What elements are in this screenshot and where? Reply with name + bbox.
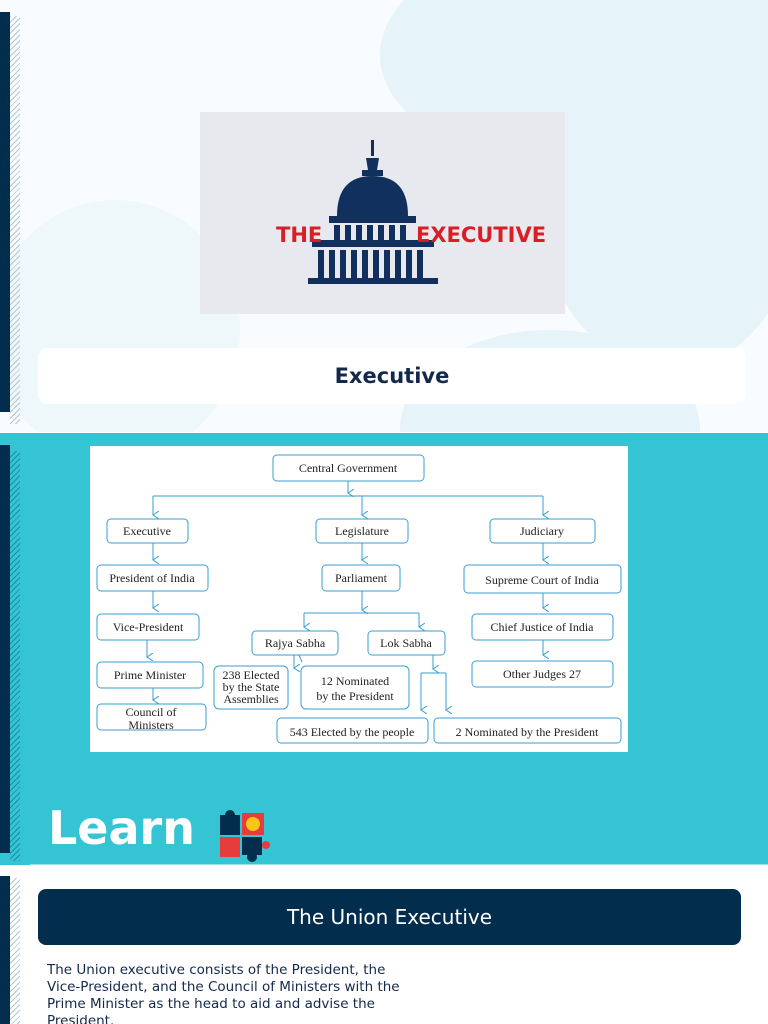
body-paragraph: The Union executive consists of the Pres…: [47, 962, 400, 1024]
label-lok-sabha: Lok Sabha: [380, 636, 432, 650]
label-other-judges: Other Judges 27: [503, 667, 581, 681]
label-judiciary: Judiciary: [520, 524, 564, 538]
label-president: President of India: [109, 571, 195, 585]
label-lok-nominated: 2 Nominated by the President: [456, 725, 599, 739]
label-legislature: Legislature: [335, 524, 389, 538]
node-parliament: [321, 564, 401, 592]
label-line: Ministers: [128, 718, 174, 732]
capitol-icon: THE EXECUTIVE: [276, 140, 546, 284]
node-rajya-sabha: [251, 630, 339, 656]
slide-executive-cover: THE EXECUTIVE Executive: [0, 0, 768, 432]
left-accent-bar: [0, 445, 10, 853]
node-vice-president: [96, 613, 200, 641]
slide-union-executive: The Union Executive The Union executive …: [0, 866, 768, 1024]
logo-prefix-text: THE: [276, 223, 322, 247]
puzzle-icon: [220, 810, 270, 862]
left-accent-bar: [0, 12, 10, 412]
decor-blob: [540, 40, 768, 370]
executive-logo: THE EXECUTIVE: [200, 112, 565, 314]
node-other-judges: [471, 660, 614, 688]
label-supreme-court: Supreme Court of India: [485, 573, 599, 587]
label-line: Council of: [126, 705, 177, 719]
slide-government-chart: Central Government Executive Legislature…: [0, 433, 768, 865]
node-lok-nominated: [433, 717, 622, 744]
node-rajya-elected: [213, 665, 289, 710]
label-central-government: Central Government: [299, 461, 398, 475]
left-accent-bar: [0, 876, 10, 1024]
government-structure-diagram: Central Government Executive Legislature…: [90, 446, 628, 752]
label-rajya-sabha: Rajya Sabha: [265, 636, 326, 650]
label-line: 12 Nominated: [321, 674, 389, 688]
node-executive: [106, 518, 189, 544]
node-council: [96, 703, 207, 731]
label-line: 238 Elected: [223, 668, 280, 682]
label-line: Assemblies: [223, 692, 279, 706]
left-hatch-pattern: [10, 16, 20, 424]
slide-caption: Executive: [334, 364, 450, 388]
node-lok-elected: [276, 717, 429, 744]
learn-label: Learn: [48, 801, 195, 855]
label-vice-president: Vice-President: [113, 620, 184, 634]
label-line: by the State: [223, 680, 280, 694]
section-divider: [30, 864, 768, 865]
label-line: by the President: [316, 689, 394, 703]
caption-card: Executive: [38, 348, 746, 404]
label-lok-elected: 543 Elected by the people: [290, 725, 415, 739]
logo-suffix-text: EXECUTIVE: [416, 223, 546, 247]
label-prime-minister: Prime Minister: [114, 668, 186, 682]
node-lok-sabha: [367, 630, 446, 656]
left-hatch-pattern: [10, 878, 20, 1024]
left-hatch-pattern: [10, 451, 20, 861]
label-executive: Executive: [123, 524, 171, 538]
label-chief-justice: Chief Justice of India: [491, 620, 595, 634]
node-prime-minister: [96, 661, 204, 689]
node-rajya-nominated: [300, 665, 410, 710]
label-parliament: Parliament: [335, 571, 388, 585]
title-banner: The Union Executive: [38, 889, 741, 945]
slide-title: The Union Executive: [286, 905, 493, 929]
